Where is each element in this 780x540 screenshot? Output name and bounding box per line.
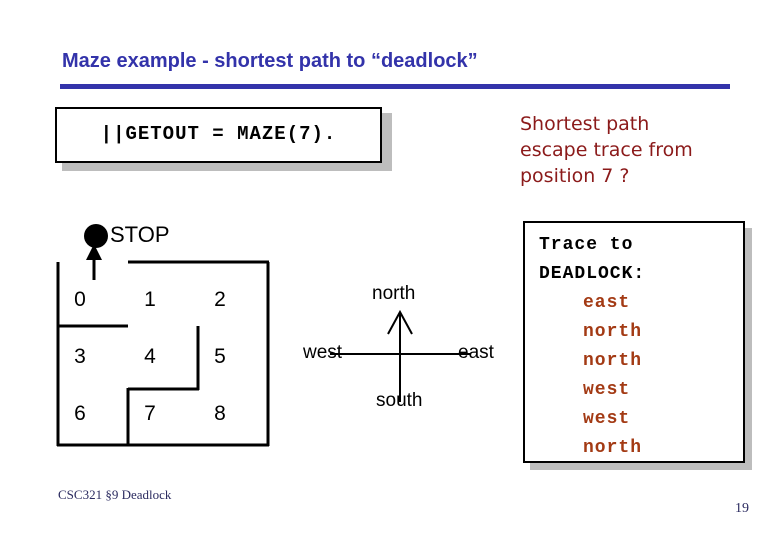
- trace-step: north: [583, 351, 643, 371]
- maze-cell-4: 4: [144, 345, 156, 368]
- trace-step: north: [583, 322, 643, 342]
- trace-box: Trace to DEADLOCK: east north north west…: [523, 221, 745, 463]
- page-title: Maze example - shortest path to “deadloc…: [62, 50, 478, 72]
- trace-heading-line1: Trace to: [539, 235, 634, 255]
- trace-content: Trace to DEADLOCK: east north north west…: [539, 231, 737, 463]
- question-annotation: Shortest path escape trace from position…: [520, 113, 693, 187]
- maze-diagram: [56, 260, 270, 447]
- trace-step: west: [583, 409, 631, 429]
- compass-label-north: north: [372, 283, 416, 304]
- title-divider: [60, 84, 730, 89]
- trace-step: west: [583, 380, 631, 400]
- maze-cell-6: 6: [74, 402, 86, 425]
- exit-arrow-icon: [86, 244, 102, 280]
- trace-step: north: [583, 438, 643, 458]
- code-box: ||GETOUT = MAZE(7).: [55, 107, 382, 163]
- maze-cell-5: 5: [214, 345, 226, 368]
- maze-cell-8: 8: [214, 402, 226, 425]
- stop-dot-icon: [84, 224, 108, 248]
- maze-cell-3: 3: [74, 345, 86, 368]
- page-number: 19: [735, 501, 749, 516]
- maze-cell-7: 7: [144, 402, 156, 425]
- code-text: ||GETOUT = MAZE(7).: [100, 123, 337, 145]
- maze-cell-0: 0: [74, 288, 86, 311]
- stop-marker: STOP: [80, 222, 210, 254]
- compass-label-east: east: [458, 342, 494, 363]
- compass-label-west: west: [303, 342, 343, 363]
- compass-rose-icon: [330, 309, 470, 402]
- maze-cell-1: 1: [144, 288, 156, 311]
- footer-text: CSC321 §9 Deadlock: [58, 487, 172, 502]
- trace-step: east: [583, 293, 631, 313]
- compass-label-south: south: [376, 390, 423, 411]
- stop-label: STOP: [110, 222, 170, 247]
- trace-heading-line2: DEADLOCK:: [539, 264, 646, 284]
- maze-cell-2: 2: [214, 288, 226, 311]
